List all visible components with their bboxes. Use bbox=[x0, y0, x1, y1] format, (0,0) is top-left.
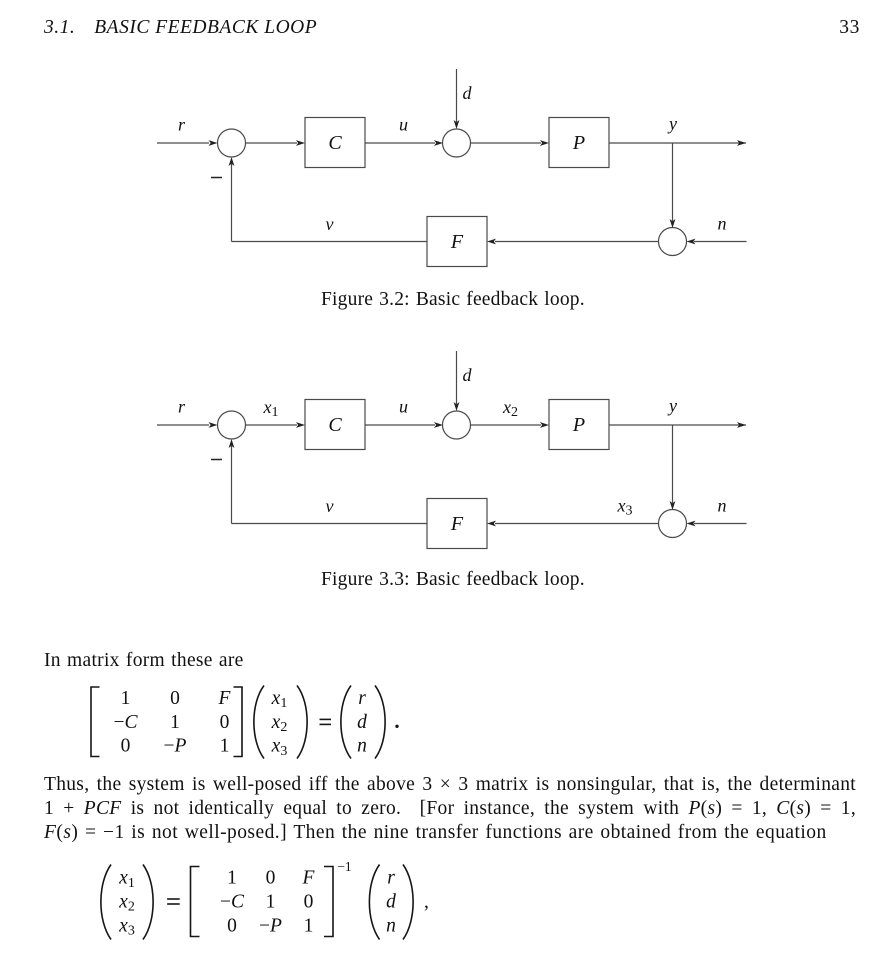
svg-text:r: r bbox=[358, 688, 366, 709]
svg-text:0: 0 bbox=[170, 688, 180, 709]
svg-text:1: 1 bbox=[170, 712, 180, 733]
svg-text:x2: x2 bbox=[118, 892, 135, 915]
svg-text:−1: −1 bbox=[337, 859, 351, 874]
svg-text:0: 0 bbox=[121, 736, 131, 757]
svg-text:0: 0 bbox=[304, 892, 314, 913]
svg-text:n: n bbox=[386, 915, 396, 936]
svg-text:x3: x3 bbox=[271, 736, 288, 759]
svg-text:,: , bbox=[424, 892, 429, 913]
svg-text:n: n bbox=[357, 736, 367, 757]
svg-text:d: d bbox=[386, 892, 396, 913]
svg-text:F: F bbox=[218, 688, 232, 709]
svg-text:x3: x3 bbox=[617, 496, 633, 519]
svg-text:x1: x1 bbox=[263, 397, 279, 420]
svg-text:1: 1 bbox=[227, 868, 237, 889]
svg-text:−C: −C bbox=[220, 892, 245, 913]
svg-text:x3: x3 bbox=[118, 915, 135, 938]
svg-text:r: r bbox=[387, 868, 395, 889]
svg-text:0: 0 bbox=[266, 868, 276, 889]
svg-text:1: 1 bbox=[304, 915, 314, 936]
svg-text:0: 0 bbox=[220, 712, 230, 733]
svg-text:−C: −C bbox=[113, 712, 138, 733]
svg-text:x1: x1 bbox=[271, 688, 288, 711]
svg-text:−P: −P bbox=[259, 915, 282, 936]
svg-text:F: F bbox=[302, 868, 316, 889]
svg-text:−P: −P bbox=[164, 736, 187, 757]
svg-text:x2: x2 bbox=[271, 712, 288, 735]
svg-text:0: 0 bbox=[227, 915, 237, 936]
svg-text:1: 1 bbox=[121, 688, 131, 709]
svg-text:x1: x1 bbox=[118, 868, 135, 891]
svg-text:1: 1 bbox=[220, 736, 230, 757]
svg-text:d: d bbox=[357, 712, 367, 733]
svg-text:x2: x2 bbox=[502, 397, 518, 420]
svg-text:1: 1 bbox=[266, 892, 276, 913]
